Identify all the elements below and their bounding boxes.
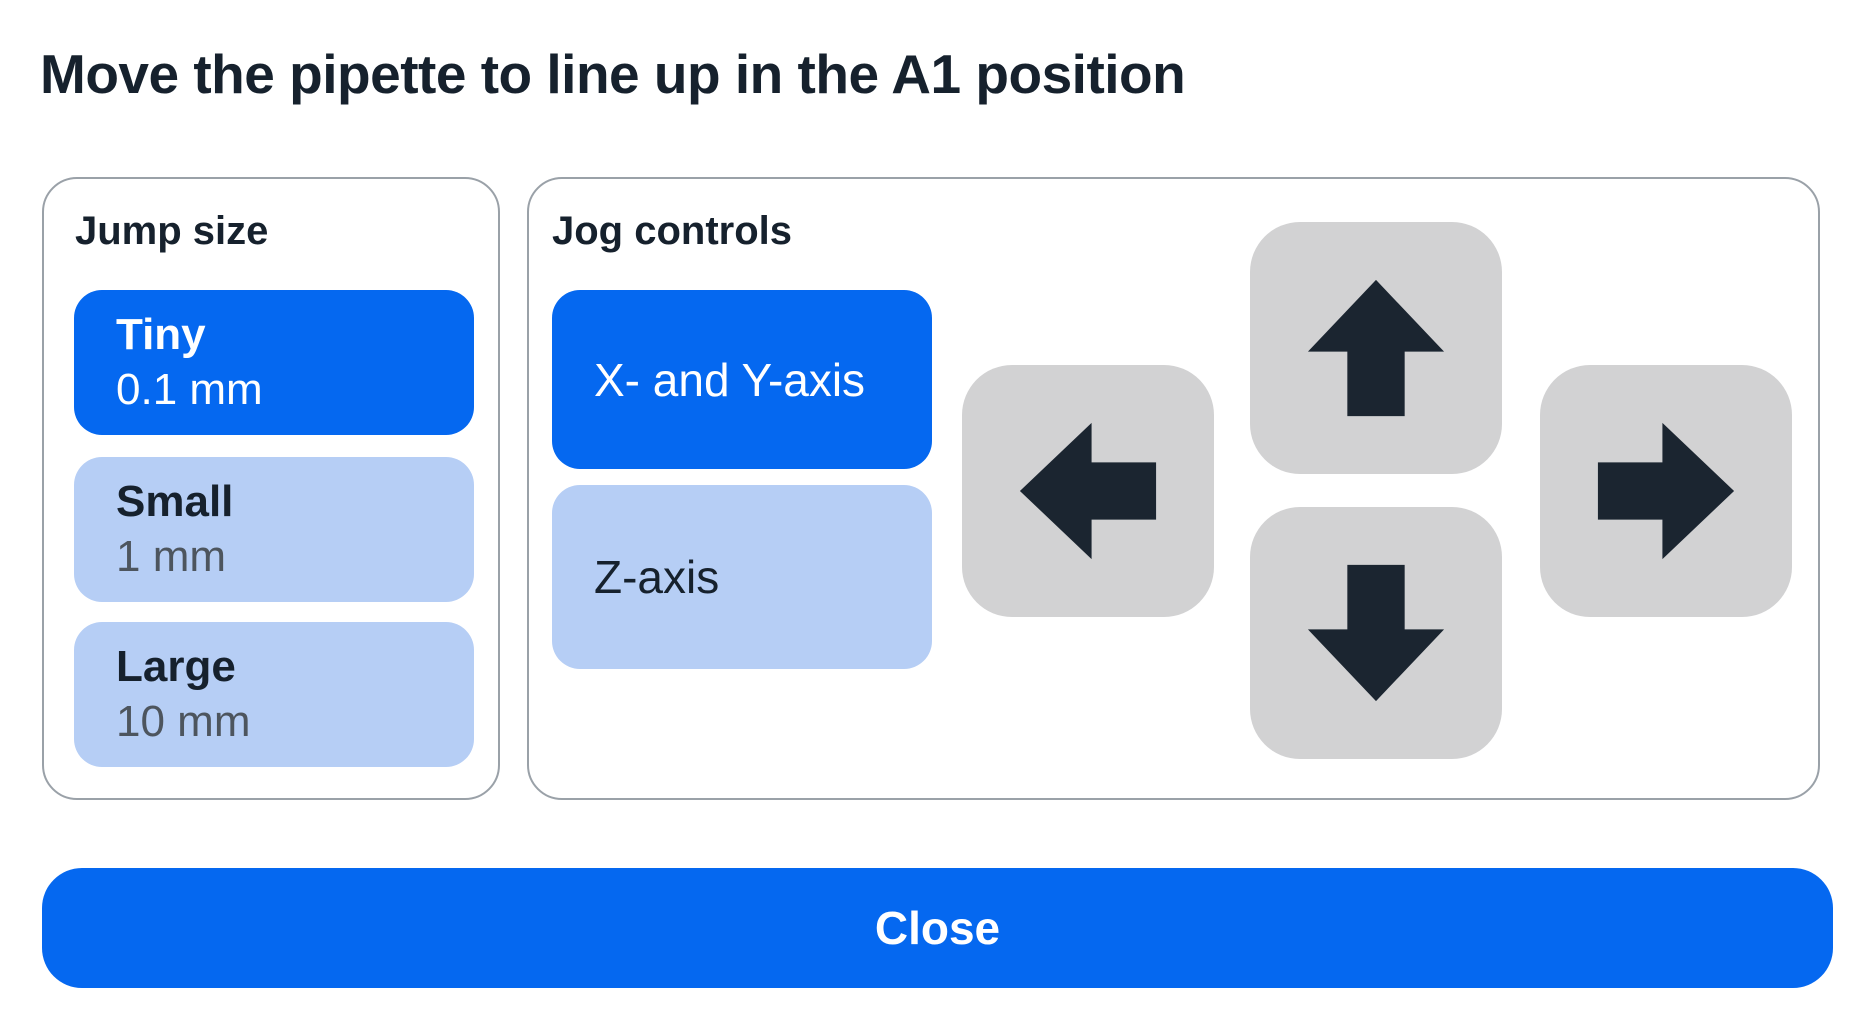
jog-down-button[interactable]	[1250, 507, 1502, 759]
jog-right-button[interactable]	[1540, 365, 1792, 617]
arrow-right-icon	[1597, 422, 1735, 560]
jog-controls-panel: Jog controls X- and Y-axis Z-axis	[527, 177, 1820, 800]
arrow-left-icon	[1019, 422, 1157, 560]
jump-option-name: Small	[116, 476, 234, 526]
close-button[interactable]: Close	[42, 868, 1833, 988]
arrow-up-icon	[1307, 279, 1445, 417]
close-button-label: Close	[874, 902, 1001, 954]
jump-size-label: Jump size	[75, 209, 269, 253]
arrow-down-icon	[1307, 564, 1445, 702]
jump-option-value: 0.1 mm	[116, 365, 263, 414]
jump-option-name: Tiny	[116, 309, 206, 359]
axis-z-button[interactable]: Z-axis	[552, 485, 932, 669]
jump-size-option-tiny[interactable]: Tiny 0.1 mm	[74, 290, 474, 435]
jump-option-value: 10 mm	[116, 697, 251, 746]
axis-xy-label: X- and Y-axis	[594, 353, 866, 406]
jump-option-name: Large	[116, 641, 236, 691]
axis-z-label: Z-axis	[594, 551, 720, 603]
jog-controls-label: Jog controls	[552, 209, 793, 253]
jump-size-panel: Jump size Tiny 0.1 mm Small 1 mm Large 1…	[42, 177, 500, 800]
jump-option-value: 1 mm	[116, 532, 226, 581]
axis-xy-button[interactable]: X- and Y-axis	[552, 290, 932, 469]
jump-size-option-small[interactable]: Small 1 mm	[74, 457, 474, 602]
jump-size-option-large[interactable]: Large 10 mm	[74, 622, 474, 767]
jog-left-button[interactable]	[962, 365, 1214, 617]
jog-up-button[interactable]	[1250, 222, 1502, 474]
page-title: Move the pipette to line up in the A1 po…	[40, 43, 1186, 105]
